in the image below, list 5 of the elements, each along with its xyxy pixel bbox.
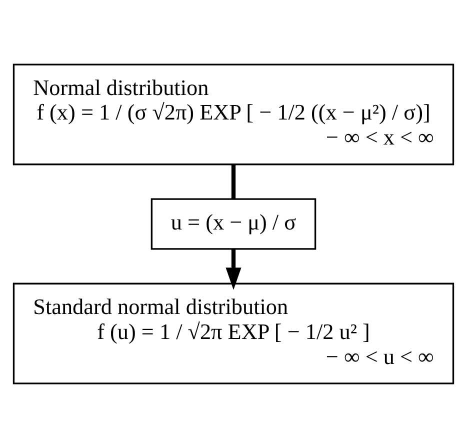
- node-box: u = (x − μ) / σ: [150, 198, 316, 250]
- node-box: Normal distribution f (x) = 1 / (σ √2π) EXP [ − 1/2 ((x − μ²) / σ)] − ∞ < x < ∞: [12, 64, 454, 166]
- connector: [231, 164, 236, 199]
- arrow: [226, 249, 242, 290]
- node-box: Standard normal distribution f (u) = 1 / √2π EXP [ − 1/2 u² ] − ∞ < u < ∞: [12, 282, 454, 384]
